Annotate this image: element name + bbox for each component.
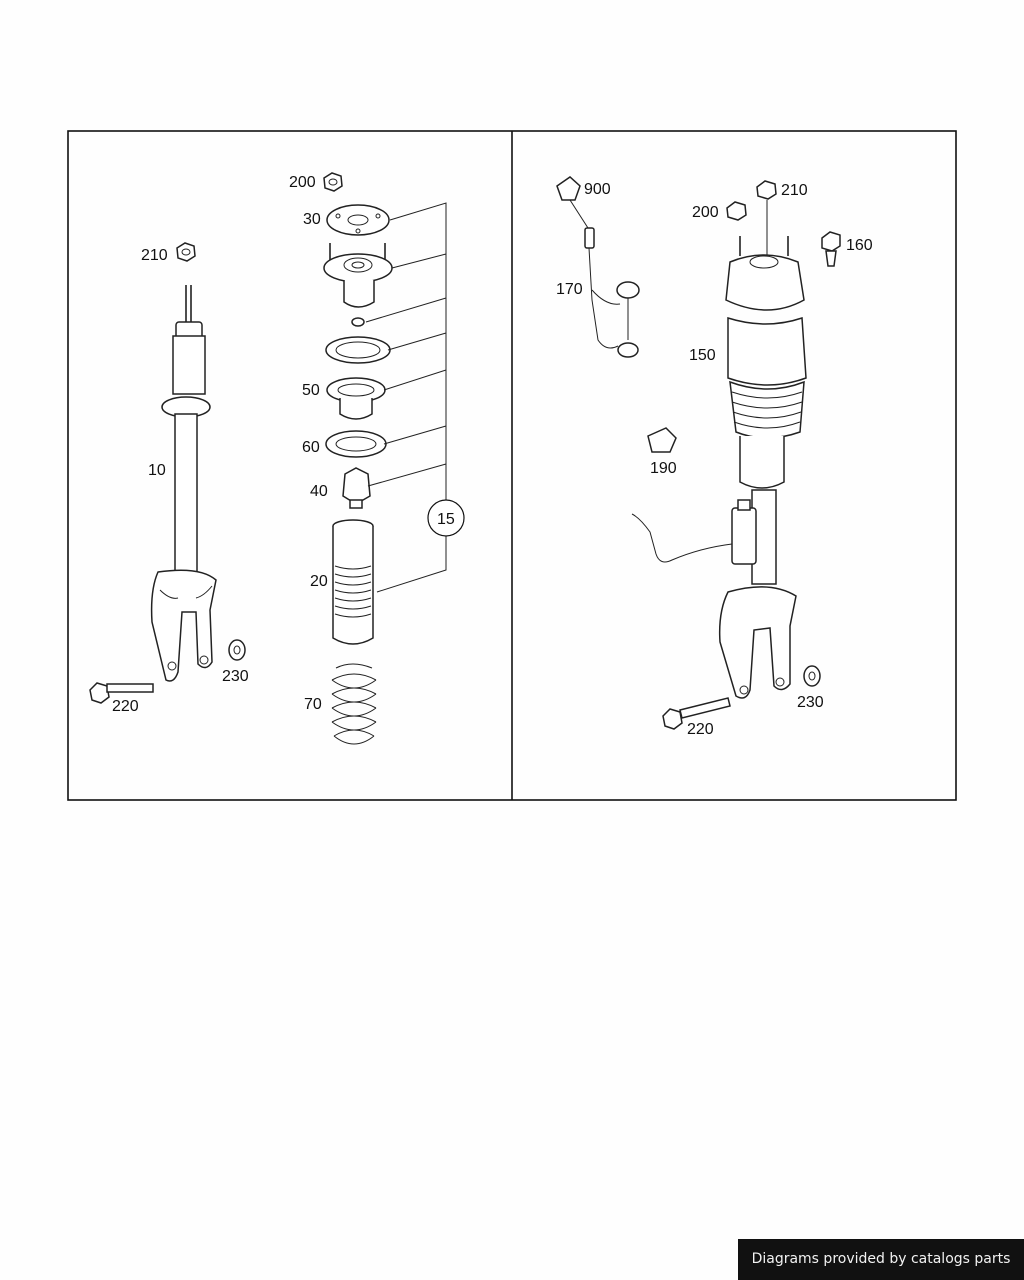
callout-190: 190: [650, 460, 677, 477]
bolt-160: [821, 231, 841, 267]
callout-150: 150: [689, 347, 716, 364]
credit-banner: Diagrams provided by catalogs parts: [738, 1239, 1024, 1280]
nut-200: [726, 201, 747, 221]
callout-220: 220: [112, 698, 139, 715]
plate-30: [326, 204, 390, 236]
callout-30: 30: [303, 211, 321, 228]
callout-10: 10: [148, 462, 166, 479]
callout-60: 60: [302, 439, 320, 456]
spring-seat-50: [326, 377, 386, 420]
callout-170: 170: [556, 281, 583, 298]
bracket-190: [647, 427, 677, 453]
coil-spring-70: [331, 663, 377, 745]
bolt-220: [89, 682, 154, 704]
kit-15-bracket: [365, 202, 447, 593]
air-spring-150: [725, 236, 807, 585]
nut-230: [228, 639, 246, 661]
callout-40: 40: [310, 483, 328, 500]
callout-220: 220: [687, 721, 714, 738]
callout-50: 50: [302, 382, 320, 399]
nut-210: [756, 180, 777, 200]
right-panel: 900 210 200 160 170 150 190 220 230: [556, 176, 873, 738]
valve-unit: [631, 499, 757, 565]
bump-stop-40: [342, 467, 371, 509]
shock-absorber-10: [150, 285, 217, 682]
callout-230: 230: [222, 668, 249, 685]
callout-20: 20: [310, 573, 328, 590]
label-tag-900: [556, 176, 581, 201]
nut-230: [803, 665, 821, 687]
washer: [351, 317, 365, 327]
callout-210: 210: [781, 182, 808, 199]
left-panel: 200 210 30 50 60 40 20 70 10 220 230 15: [89, 172, 465, 745]
callout-70: 70: [304, 696, 322, 713]
callout-200: 200: [289, 174, 316, 191]
spring-seat-60: [325, 430, 387, 458]
dust-boot-20: [332, 519, 374, 645]
callout-15: 15: [437, 511, 455, 528]
bolt-220: [662, 697, 731, 730]
sensor-cable-170: [584, 227, 640, 358]
nut-200: [323, 172, 343, 192]
knuckle: [718, 586, 797, 699]
callout-900: 900: [584, 181, 611, 198]
kit-15-circle: [427, 499, 465, 537]
callout-210: 210: [141, 247, 168, 264]
callout-200: 200: [692, 204, 719, 221]
nut-210: [176, 242, 196, 262]
bearing-ring: [325, 336, 391, 364]
callout-160: 160: [846, 237, 873, 254]
callout-230: 230: [797, 694, 824, 711]
strut-mount: [323, 243, 393, 308]
